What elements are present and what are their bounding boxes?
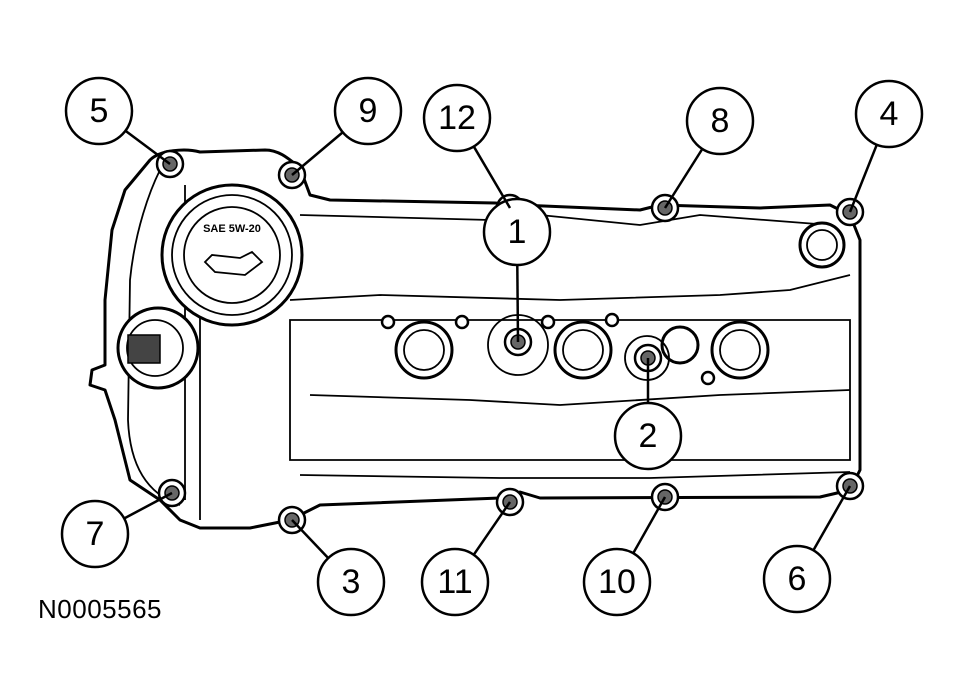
callout-circle-11 [420, 547, 490, 617]
callout-label-1: 1 [508, 213, 527, 251]
oil-cap-inner [183, 206, 281, 304]
leader-line-9 [291, 131, 344, 176]
callout-circle-4 [854, 79, 924, 149]
leader-line-8 [663, 148, 704, 209]
callout-label-12: 12 [438, 99, 476, 137]
callout-circle-2 [613, 401, 683, 471]
leader-line-7 [123, 491, 173, 520]
callout-circle-6 [762, 544, 832, 614]
callout-circle-12 [422, 83, 492, 153]
callout-circle-7 [60, 499, 130, 569]
plug-tube-1-inner [403, 329, 445, 371]
oil-cap-outer [160, 183, 304, 327]
oil-cap-ring [171, 194, 293, 316]
callout-label-9: 9 [359, 92, 378, 130]
callout-label-8: 8 [711, 102, 730, 140]
right-upper-port-inner [806, 229, 838, 261]
center-boss-2 [660, 325, 700, 365]
leader-line-1 [516, 264, 520, 343]
callout-circle-3 [316, 547, 386, 617]
leader-line-6 [812, 485, 852, 551]
figure-id: N0005565 [38, 594, 162, 624]
callout-circle-1 [482, 197, 552, 267]
plug-tube-3-inner [719, 329, 761, 371]
callout-label-3: 3 [342, 563, 361, 601]
callout-label-7: 7 [86, 515, 105, 553]
stud [454, 314, 470, 330]
callout-label-6: 6 [788, 560, 807, 598]
callout-label-2: 2 [639, 417, 658, 455]
callout-label-4: 4 [880, 95, 899, 133]
callout-circle-9 [333, 76, 403, 146]
plug-tube-2-inner [562, 329, 604, 371]
stud [540, 314, 556, 330]
cam-sensor-connector [127, 334, 161, 364]
stud [700, 370, 716, 386]
center-channel [289, 319, 851, 461]
callout-circle-5 [64, 76, 134, 146]
callout-label-10: 10 [598, 563, 636, 601]
upper-rib-2 [299, 214, 831, 226]
leader-line-10 [632, 496, 667, 554]
upper-rib [289, 274, 851, 301]
leader-line-5 [124, 129, 171, 166]
leader-line-3 [291, 519, 330, 559]
callout-circle-8 [685, 86, 755, 156]
lower-rib [309, 389, 851, 406]
stud [380, 314, 396, 330]
stud [604, 312, 620, 328]
callout-circle-10 [582, 547, 652, 617]
leader-line-4 [848, 144, 878, 213]
cam-sensor-inner [126, 319, 184, 377]
lower-rib-2 [299, 471, 851, 479]
callout-label-5: 5 [90, 92, 109, 130]
oil-cap-text: SAE 5W-20 [203, 223, 261, 235]
leader-line-11 [472, 501, 512, 556]
callout-label-11: 11 [437, 563, 472, 601]
leader-line-12 [472, 145, 512, 209]
oil-can-icon [203, 250, 264, 276]
